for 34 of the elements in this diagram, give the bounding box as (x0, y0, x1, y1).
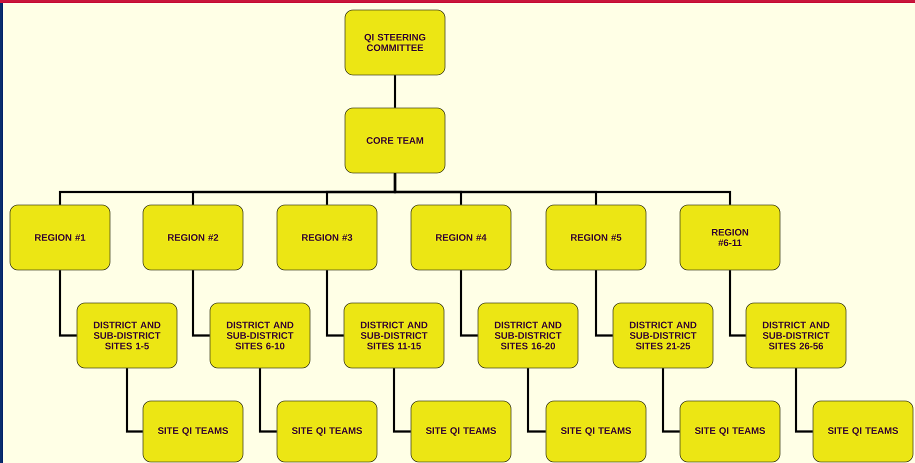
connector-line (728, 270, 746, 337)
connector-line (794, 368, 813, 433)
team-box: SITE QI TEAMS (812, 400, 914, 462)
region-box: REGION #1 (10, 204, 110, 270)
district-box: DISTRICT AND SUB-DISTRICT SITES 6-10 (210, 302, 310, 368)
team-box: SITE QI TEAMS (680, 400, 780, 462)
team-box: CORE TEAM (344, 108, 446, 174)
region-box: REGION #2 (142, 204, 244, 270)
connector-line (662, 368, 680, 433)
region-box: REGION #5 (546, 204, 646, 270)
region-box: REGION #3 (276, 204, 378, 270)
committee-box: QI STEERING COMMITTEE (344, 10, 446, 76)
team-box: SITE QI TEAMS (546, 400, 646, 462)
district-box: DISTRICT AND SUB-DISTRICT SITES 11-15 (344, 302, 444, 368)
district-box: DISTRICT AND SUB-DISTRICT SITES 21-25 (612, 302, 714, 368)
region-box: REGION #4 (410, 204, 512, 270)
connector-line (258, 368, 277, 433)
connector-line (326, 270, 344, 337)
connector-line (392, 368, 411, 433)
connector-line (192, 270, 210, 337)
district-box: DISTRICT AND SUB-DISTRICT SITES 16-20 (478, 302, 578, 368)
region-box: REGION #6-11 (680, 204, 780, 270)
connector-line (394, 173, 732, 205)
team-box: SITE QI TEAMS (410, 400, 512, 462)
connector-line (594, 270, 613, 337)
team-box: SITE QI TEAMS (142, 400, 244, 462)
district-box: DISTRICT AND SUB-DISTRICT SITES 26-56 (746, 302, 846, 368)
connector-line (126, 368, 143, 433)
connector-line (58, 270, 77, 337)
connector-line (394, 75, 396, 108)
district-box: DISTRICT AND SUB-DISTRICT SITES 1-5 (76, 302, 178, 368)
team-box: SITE QI TEAMS (276, 400, 378, 462)
connector-line (460, 270, 478, 337)
connector-line (526, 368, 546, 433)
